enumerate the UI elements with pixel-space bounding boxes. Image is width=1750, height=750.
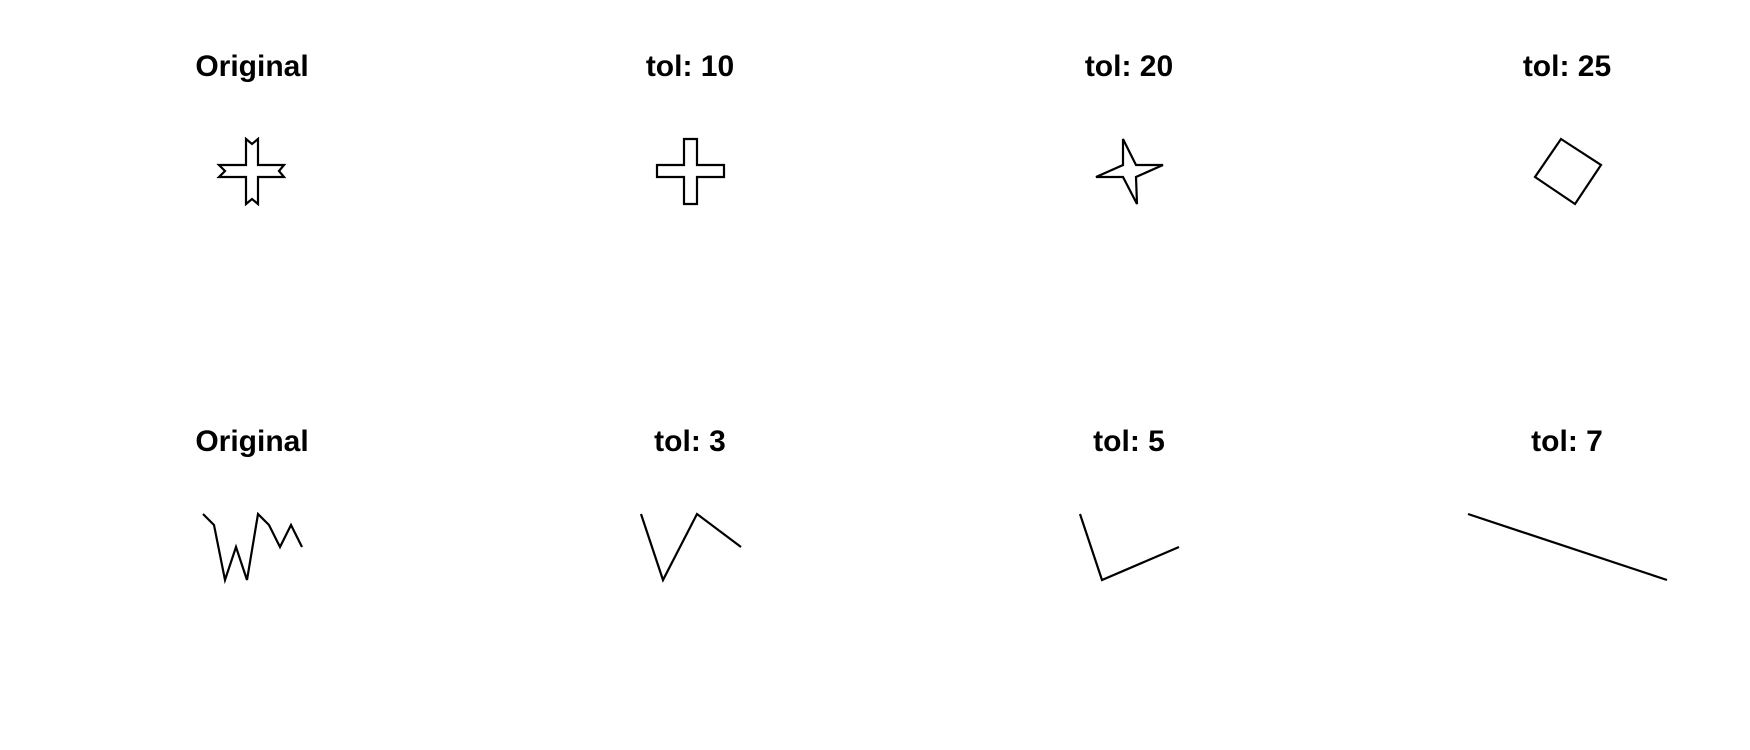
- panel-title: tol: 20: [1084, 50, 1174, 83]
- panel-title: tol: 7: [1531, 425, 1603, 458]
- panel-title: Original: [195, 425, 309, 458]
- panel-title: tol: 3: [654, 425, 726, 458]
- panel-title: tol: 10: [645, 50, 735, 83]
- panel-title: tol: 5: [1093, 425, 1165, 458]
- panel-title: tol: 25: [1522, 50, 1612, 83]
- panel-title: Original: [195, 50, 309, 83]
